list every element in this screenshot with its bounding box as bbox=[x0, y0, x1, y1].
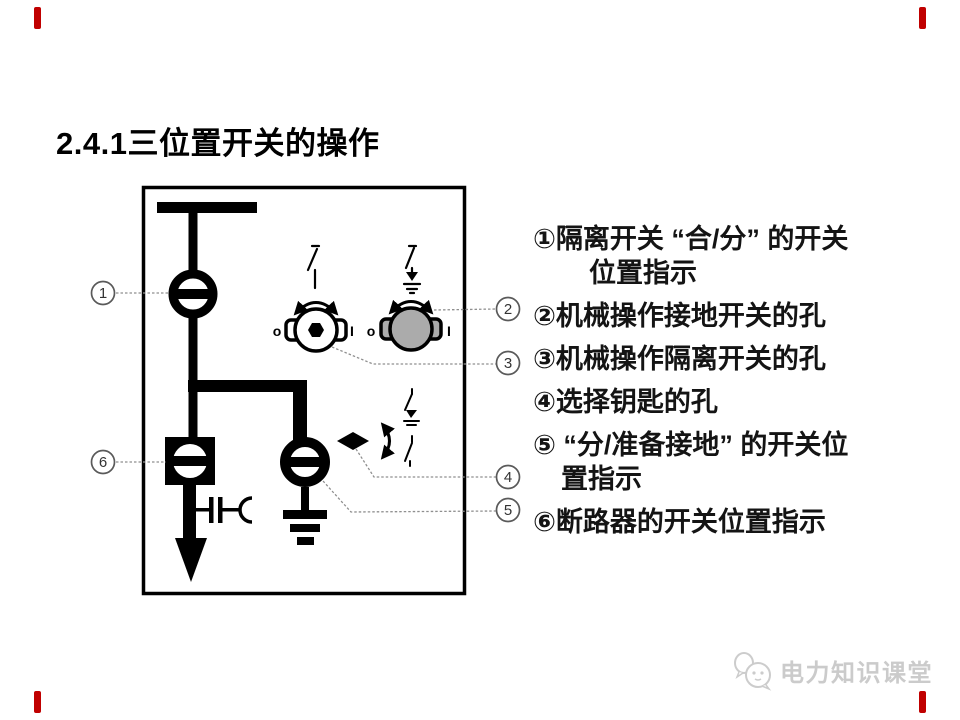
legend-list: ①隔离开关 “合/分” 的开关位置指示 ②机械操作接地开关的孔 ③机械操作隔离开关的… bbox=[533, 222, 923, 548]
disconnector-indicator-icon bbox=[168, 269, 218, 319]
outgoing-line bbox=[183, 485, 196, 543]
legend-line: ⑥断路器的开关位置指示 bbox=[533, 507, 826, 537]
disconnector-operating-hole-icon bbox=[284, 244, 348, 353]
callout-1: 1 bbox=[90, 280, 116, 306]
feeder-line bbox=[188, 388, 198, 438]
feeder-line bbox=[188, 313, 198, 389]
callout-bubbles: 1 6 2 3 4 5 bbox=[90, 280, 521, 523]
branch-drop-line bbox=[293, 380, 307, 440]
callout-4: 4 bbox=[495, 464, 521, 490]
closed-mark: I bbox=[350, 323, 354, 339]
open-mark: o bbox=[367, 323, 376, 339]
breaker-indicator-icon bbox=[165, 437, 215, 485]
svg-text:4: 4 bbox=[504, 469, 512, 486]
legend-line: ①隔离开关 “合/分” 的开关 bbox=[533, 224, 849, 254]
legend-line: ⑤ “分/准备接地” 的开关位 bbox=[533, 430, 849, 460]
legend-item: ③机械操作隔离开关的孔 bbox=[533, 342, 923, 376]
svg-text:6: 6 bbox=[99, 454, 107, 471]
legend-line: 位置指示 bbox=[589, 258, 697, 288]
callout-5: 5 bbox=[495, 497, 521, 523]
corner-mark-top-right bbox=[919, 7, 926, 29]
selector-handle-indicator-icon bbox=[337, 388, 420, 467]
corner-mark-bottom-right bbox=[919, 691, 926, 713]
svg-text:3: 3 bbox=[504, 355, 512, 372]
watermark-text: 电力知识课堂 bbox=[780, 659, 933, 687]
corner-mark-top-left bbox=[34, 7, 41, 29]
closed-mark: I bbox=[447, 323, 451, 339]
legend-item: ②机械操作接地开关的孔 bbox=[533, 299, 923, 333]
earth-switch-indicator-icon bbox=[280, 437, 330, 545]
earth-switch-operating-hole-icon bbox=[379, 244, 443, 352]
legend-line: ④选择钥匙的孔 bbox=[533, 387, 718, 417]
corner-mark-bottom-left bbox=[34, 691, 41, 713]
position-marks: o I o I bbox=[273, 323, 451, 339]
feeder-line bbox=[188, 208, 198, 276]
svg-text:1: 1 bbox=[99, 285, 107, 302]
legend-item: ⑥断路器的开关位置指示 bbox=[533, 505, 923, 539]
legend-item: ①隔离开关 “合/分” 的开关位置指示 bbox=[533, 222, 923, 290]
outgoing-arrow-icon bbox=[175, 538, 207, 582]
legend-line: ③机械操作隔离开关的孔 bbox=[533, 344, 826, 374]
mini-earthed-position-symbol bbox=[403, 388, 420, 426]
branch-line bbox=[188, 380, 307, 392]
plug-connector-icon bbox=[196, 496, 253, 524]
callout-6: 6 bbox=[90, 449, 116, 475]
svg-text:5: 5 bbox=[504, 502, 512, 519]
mini-disconnector-symbol bbox=[306, 244, 321, 290]
mini-earth-switch-symbol bbox=[402, 244, 422, 295]
legend-item: ④选择钥匙的孔 bbox=[533, 385, 923, 419]
callout-2: 2 bbox=[495, 296, 521, 322]
mini-open-position-symbol bbox=[404, 435, 413, 467]
open-mark: o bbox=[273, 323, 282, 339]
busbar-icon bbox=[157, 202, 257, 213]
watermark: 电力知识课堂 bbox=[733, 646, 933, 694]
legend-line: 置指示 bbox=[561, 464, 642, 494]
page-title: 2.4.1三位置开关的操作 bbox=[56, 126, 380, 161]
wechat-logo-icon bbox=[734, 652, 772, 691]
legend-item: ⑤ “分/准备接地” 的开关位置指示 bbox=[533, 428, 923, 496]
callout-leader-lines bbox=[116, 292, 497, 513]
legend-line: ②机械操作接地开关的孔 bbox=[533, 301, 826, 331]
callout-3: 3 bbox=[495, 350, 521, 376]
svg-text:2: 2 bbox=[504, 301, 512, 318]
